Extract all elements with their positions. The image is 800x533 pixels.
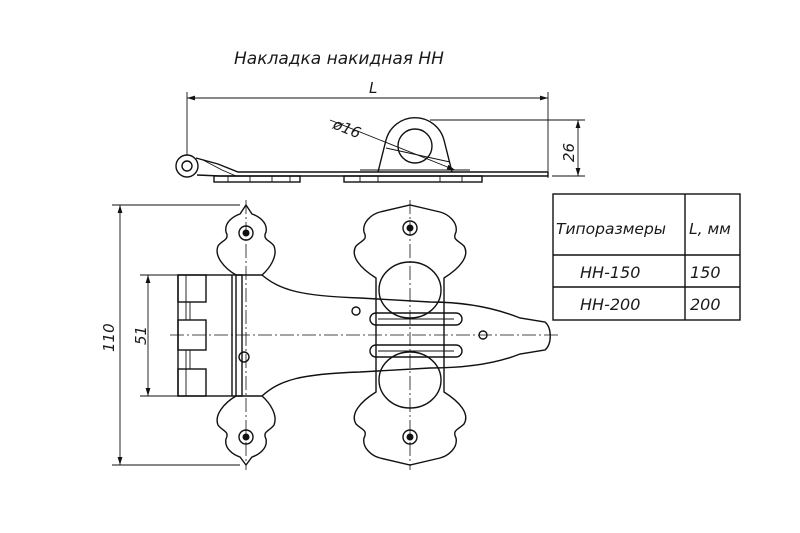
dim-height-label: 26 (560, 143, 578, 162)
table-cell-size-2: НН-200 (580, 295, 640, 314)
table-header-length: L, мм (689, 220, 731, 238)
table-header-size: Типоразмеры (556, 220, 666, 238)
dim-length-label: L (369, 79, 377, 97)
table-cell-size-1: НН-150 (580, 263, 640, 282)
dim-overall-width-label: 110 (100, 323, 118, 352)
drawing-title: Накладка накидная НН (234, 49, 444, 69)
dim-diameter-label: ø16 (330, 115, 364, 143)
dim-hinge-width-label: 51 (132, 326, 150, 345)
side-view: L ø16 26 (175, 79, 585, 183)
size-table: Типоразмеры L, мм НН-150 150 НН-200 200 (552, 193, 741, 321)
front-view: 110 51 (100, 200, 560, 470)
table-cell-length-2: 200 (690, 295, 721, 314)
table-cell-length-1: 150 (690, 263, 721, 282)
